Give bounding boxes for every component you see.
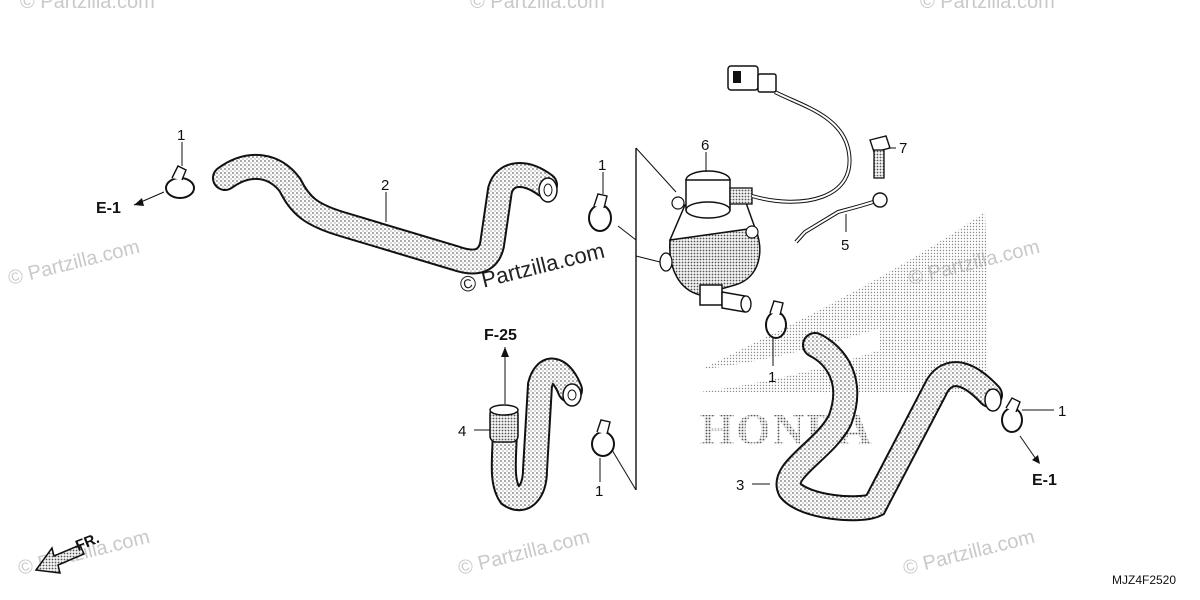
hose-4: [489, 357, 583, 512]
bolt: [869, 135, 891, 179]
callout-7: 7: [899, 140, 907, 157]
leader-line: [611, 449, 637, 491]
hose-clamp: [1001, 397, 1023, 433]
leader-line: [635, 255, 661, 263]
callout-1: 1: [768, 369, 776, 386]
callout-1: 1: [595, 483, 603, 500]
callout-6: 6: [701, 137, 709, 154]
hose-clamp: [588, 193, 612, 232]
watermark: © Partzilla.com: [901, 526, 1037, 580]
front-arrow-icon: [34, 544, 85, 574]
callout-5: 5: [841, 237, 849, 254]
stay-bracket: [794, 192, 888, 244]
watermark: © Partzilla.com: [456, 526, 592, 580]
hose-clamp: [765, 300, 787, 339]
arrow-heads: [134, 198, 1040, 464]
wire-harness: [727, 65, 852, 204]
reference-f25: F-25: [484, 327, 517, 344]
watermark: © Partzilla.com: [20, 0, 155, 13]
diagram-code: MJZ4F2520: [1112, 573, 1176, 587]
hose-3: [775, 332, 1003, 522]
hose-clamp: [165, 165, 195, 199]
callout-1: 1: [598, 157, 606, 174]
watermark: © Partzilla.com: [6, 236, 142, 290]
reference-e1: E-1: [1032, 472, 1057, 489]
callout-1: 1: [1058, 403, 1066, 420]
callout-2: 2: [381, 177, 389, 194]
callout-1: 1: [177, 127, 185, 144]
callout-4: 4: [458, 423, 466, 440]
callout-3: 3: [736, 477, 744, 494]
watermark: © Partzilla.com: [920, 0, 1055, 13]
hose-2: [212, 153, 558, 275]
hose-clamp: [591, 419, 615, 457]
air-injection-valve: [659, 170, 761, 313]
reference-e1: E-1: [96, 200, 121, 217]
leader-line: [635, 147, 677, 193]
leader-line: [617, 225, 637, 241]
watermark: © Partzilla.com: [470, 0, 605, 13]
